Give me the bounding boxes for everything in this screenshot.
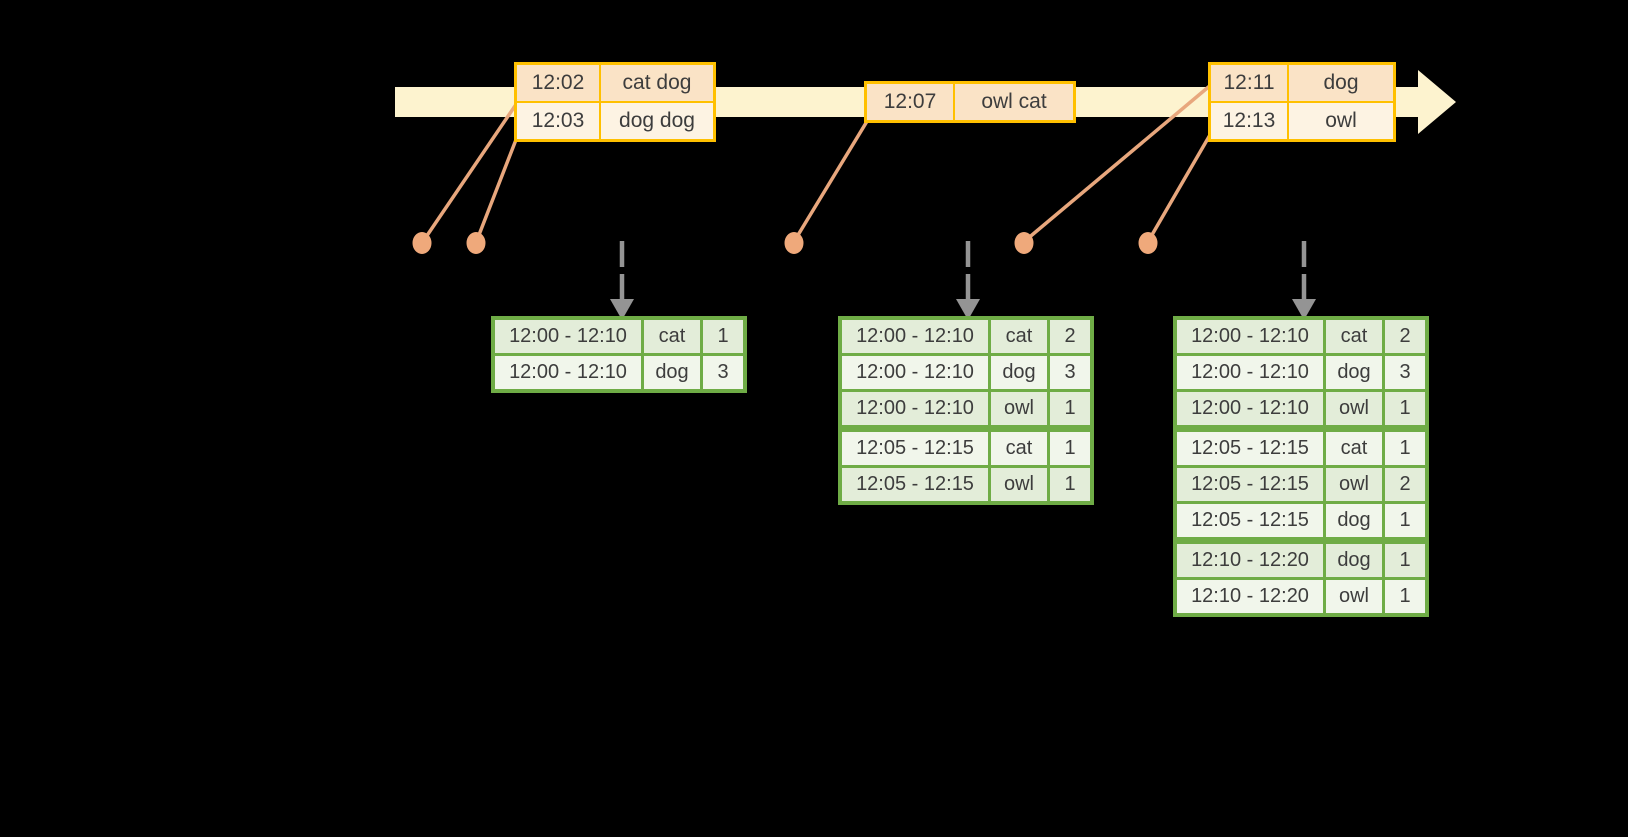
trigger-arrowhead-icon [610, 299, 634, 320]
result-word: owl [1326, 580, 1382, 613]
result-count: 1 [703, 320, 743, 353]
event-time: 12:07 [867, 84, 953, 120]
result-window: 12:00 - 12:10 [1177, 320, 1323, 353]
result-count: 1 [1050, 432, 1090, 465]
connector-line [1147, 127, 1216, 241]
result-window: 12:00 - 12:10 [842, 356, 988, 389]
event-dot [784, 232, 804, 254]
result-count: 2 [1385, 320, 1425, 353]
connector-line [475, 131, 521, 241]
result-count: 1 [1385, 544, 1425, 577]
result-word: cat [644, 320, 700, 353]
result-count: 1 [1385, 504, 1425, 537]
result-window: 12:05 - 12:15 [1177, 504, 1323, 537]
result-window: 12:00 - 12:10 [495, 320, 641, 353]
result-count: 3 [1050, 356, 1090, 389]
event-words: owl [1289, 103, 1393, 139]
event-dot [1138, 232, 1158, 254]
result-window: 12:10 - 12:20 [1177, 580, 1323, 613]
connector-line [793, 117, 871, 241]
result-window: 12:05 - 12:15 [842, 468, 988, 501]
event-dot [412, 232, 432, 254]
result-word: cat [991, 320, 1047, 353]
result-count: 1 [1385, 432, 1425, 465]
result-window: 12:00 - 12:10 [842, 320, 988, 353]
event-words: dog [1289, 65, 1393, 101]
result-window: 12:05 - 12:15 [1177, 432, 1323, 465]
result-word: owl [1326, 392, 1382, 425]
result-count: 1 [1050, 392, 1090, 425]
result-window: 12:00 - 12:10 [495, 356, 641, 389]
event-words: owl cat [955, 84, 1073, 120]
result-word: cat [991, 432, 1047, 465]
result-window: 12:00 - 12:10 [1177, 392, 1323, 425]
result-word: owl [991, 468, 1047, 501]
result-count: 1 [1050, 468, 1090, 501]
timeline-arrowhead [1418, 70, 1456, 134]
result-word: dog [991, 356, 1047, 389]
event-dot [466, 232, 486, 254]
result-window: 12:05 - 12:15 [1177, 468, 1323, 501]
result-word: dog [644, 356, 700, 389]
trigger-arrowhead-icon [956, 299, 980, 320]
event-dot [1014, 232, 1034, 254]
result-count: 3 [703, 356, 743, 389]
result-word: dog [1326, 356, 1382, 389]
result-word: owl [1326, 468, 1382, 501]
event-time: 12:03 [517, 103, 599, 139]
result-count: 2 [1385, 468, 1425, 501]
result-word: cat [1326, 320, 1382, 353]
event-time: 12:11 [1211, 65, 1287, 101]
trigger-arrowhead-icon [1292, 299, 1316, 320]
event-words: dog dog [601, 103, 713, 139]
result-word: dog [1326, 504, 1382, 537]
event-time: 12:13 [1211, 103, 1287, 139]
event-words: cat dog [601, 65, 713, 101]
result-word: dog [1326, 544, 1382, 577]
result-word: cat [1326, 432, 1382, 465]
result-count: 2 [1050, 320, 1090, 353]
event-time: 12:02 [517, 65, 599, 101]
result-count: 1 [1385, 580, 1425, 613]
result-word: owl [991, 392, 1047, 425]
result-window: 12:00 - 12:10 [842, 392, 988, 425]
result-window: 12:00 - 12:10 [1177, 356, 1323, 389]
result-count: 3 [1385, 356, 1425, 389]
connector-line [1024, 82, 1214, 242]
result-window: 12:05 - 12:15 [842, 432, 988, 465]
connector-line [422, 99, 521, 241]
result-window: 12:10 - 12:20 [1177, 544, 1323, 577]
result-count: 1 [1385, 392, 1425, 425]
